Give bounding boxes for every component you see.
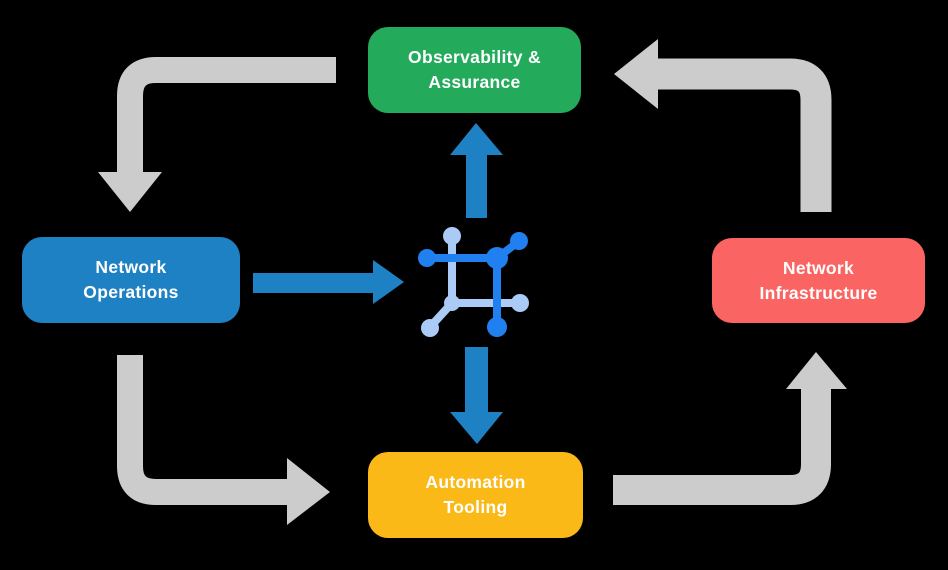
arrow-automation-to-infrastructure (613, 352, 847, 505)
icon-node-corner-bottom-left (444, 295, 460, 311)
node-automation-label: Automation Tooling (425, 472, 526, 517)
node-automation: Automation Tooling (368, 452, 583, 538)
arrow-center-to-automation (450, 347, 503, 444)
node-observability-label: Observability & Assurance (408, 47, 541, 92)
icon-node-right (511, 294, 529, 312)
icon-node-left (418, 249, 436, 267)
node-infrastructure: Network Infrastructure (712, 238, 925, 323)
arrow-head-left (614, 39, 658, 109)
icon-node-bottom-left (421, 319, 439, 337)
arrow-observability-to-operations (98, 57, 336, 212)
icon-node-top (443, 227, 461, 245)
node-infrastructure-label: Network Infrastructure (759, 257, 878, 303)
arrow-head-right (287, 458, 330, 525)
icon-node-top-right (510, 232, 528, 250)
icon-node-bottom (487, 317, 507, 337)
node-operations-label: Network Operations (83, 257, 179, 302)
arrow-head-up (786, 352, 847, 389)
arrow-operations-to-automation (117, 355, 330, 525)
network-mesh-icon (418, 227, 529, 337)
arrow-operations-to-center (253, 260, 404, 304)
node-observability: Observability & Assurance (368, 27, 581, 113)
arrow-center-to-observability (450, 123, 503, 218)
arrow-infrastructure-to-observability (614, 39, 832, 212)
arrow-head-down (98, 172, 162, 212)
icon-node-corner-top-right (486, 247, 508, 269)
node-operations: Network Operations (22, 237, 240, 323)
